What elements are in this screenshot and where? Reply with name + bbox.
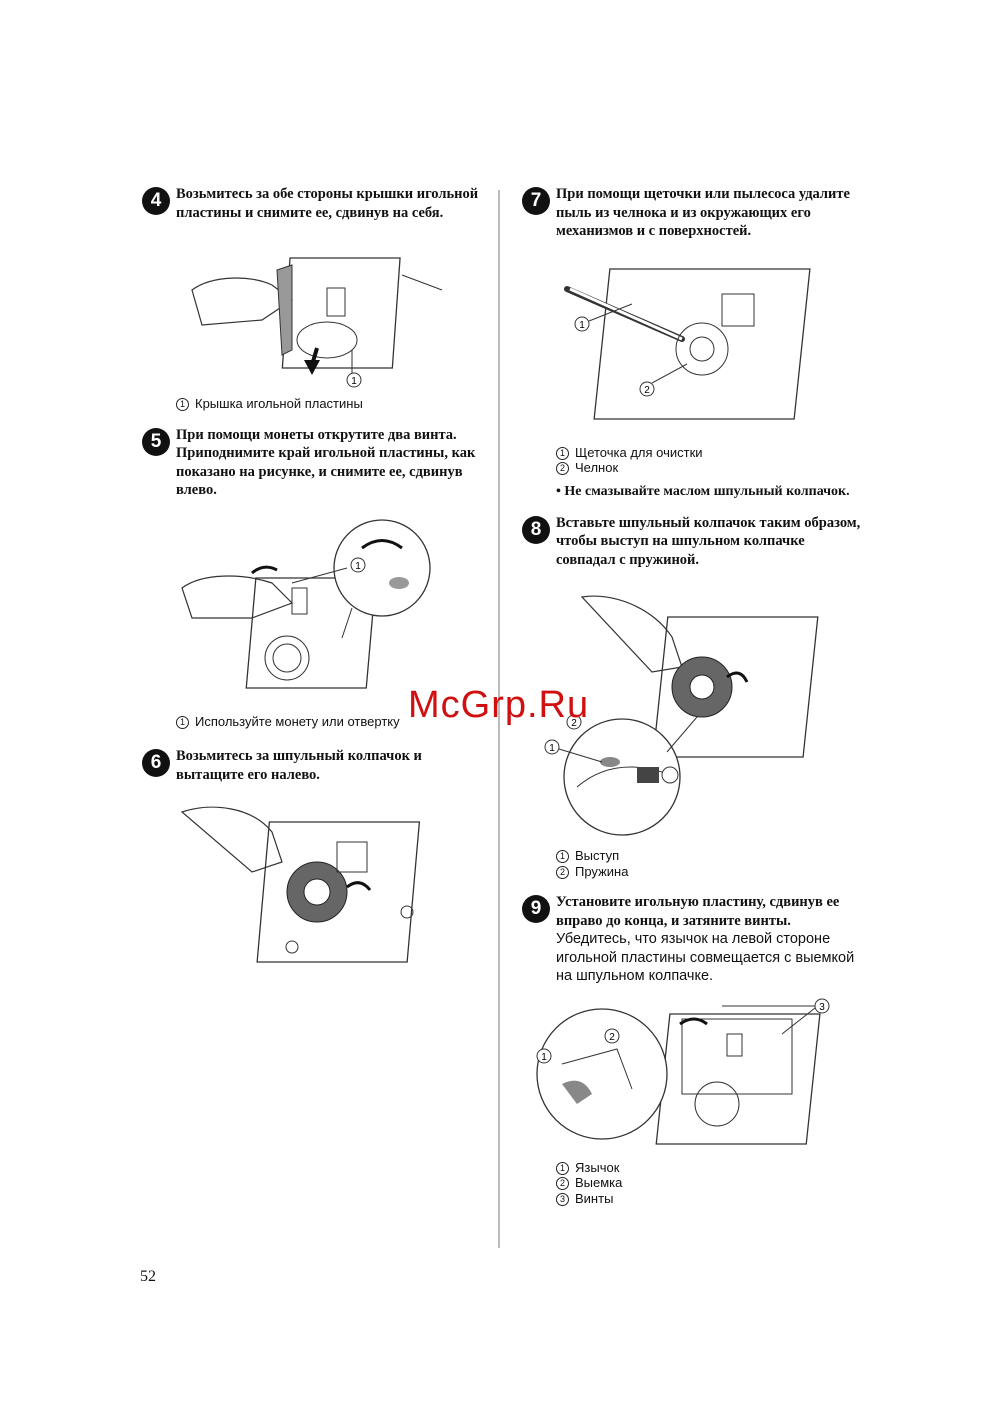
step-9-title: Установите игольную пластину, сдвинув ее… xyxy=(556,894,840,929)
figure-callout-1: 1 xyxy=(351,376,357,387)
left-column: 4 Возьмитесь за обе стороны крышки иголь… xyxy=(142,185,482,967)
step-9-body: Убедитесь, что язычок на левой стороне и… xyxy=(556,931,855,984)
step-4: 4 Возьмитесь за обе стороны крышки иголь… xyxy=(142,185,482,222)
figure-callout-2: 2 xyxy=(609,1032,615,1043)
figure-callout-3: 3 xyxy=(819,1002,825,1013)
step-5-title: При помощи монеты открутите два винта. П… xyxy=(176,426,476,499)
step-8-title: Вставьте шпульный колпачок таким образом… xyxy=(556,514,861,568)
figure-callout-1: 1 xyxy=(579,320,585,331)
figure-callout-2: 2 xyxy=(571,718,577,729)
page-number: 52 xyxy=(140,1268,156,1285)
figure-clean-hook: 1 2 xyxy=(564,267,811,420)
figure-callout-1: 1 xyxy=(541,1052,547,1063)
step-8: 8 Вставьте шпульный колпачок таким образ… xyxy=(522,514,862,570)
figure-remove-bobbin-case xyxy=(180,806,421,963)
step-6: 6 Возьмитесь за шпульный колпачок и выта… xyxy=(142,747,482,784)
figure-callout-2: 2 xyxy=(644,385,650,396)
step-6-title: Возьмитесь за шпульный колпачок и вытащи… xyxy=(176,748,422,783)
step-4-title: Возьмитесь за обе стороны крышки игольно… xyxy=(176,186,479,221)
step-5: 5 При помощи монеты открутите два винта.… xyxy=(142,426,482,500)
step-number-6: 6 xyxy=(142,749,170,777)
figure-needle-plate-screws: 1 xyxy=(181,518,431,689)
column-divider xyxy=(498,190,500,1248)
step-9: 9 Установите игольную пластину, сдвинув … xyxy=(522,893,862,986)
step-7: 7 При помощи щеточки или пылесоса удалит… xyxy=(522,185,862,241)
figure-insert-bobbin-case: 1 2 xyxy=(544,595,819,836)
figure-callout-1: 1 xyxy=(355,561,361,572)
figure-callout-1: 1 xyxy=(549,743,555,754)
step-7-title: При помощи щеточки или пылесоса удалите … xyxy=(556,186,850,239)
step-number-9: 9 xyxy=(522,895,550,923)
step-7-note: • Не смазывайте маслом шпульный колпачок… xyxy=(556,483,850,499)
step-number-4: 4 xyxy=(142,187,170,215)
step-number-5: 5 xyxy=(142,427,170,456)
right-column: 7 При помощи щеточки или пылесоса удалит… xyxy=(522,185,862,1206)
watermark: McGrp.Ru xyxy=(408,684,590,726)
step-number-8: 8 xyxy=(522,515,550,544)
step-number-7: 7 xyxy=(522,187,550,215)
figure-needle-plate-cover: 1 xyxy=(191,257,443,388)
figure-install-needle-plate: 1 2 3 xyxy=(536,998,830,1145)
